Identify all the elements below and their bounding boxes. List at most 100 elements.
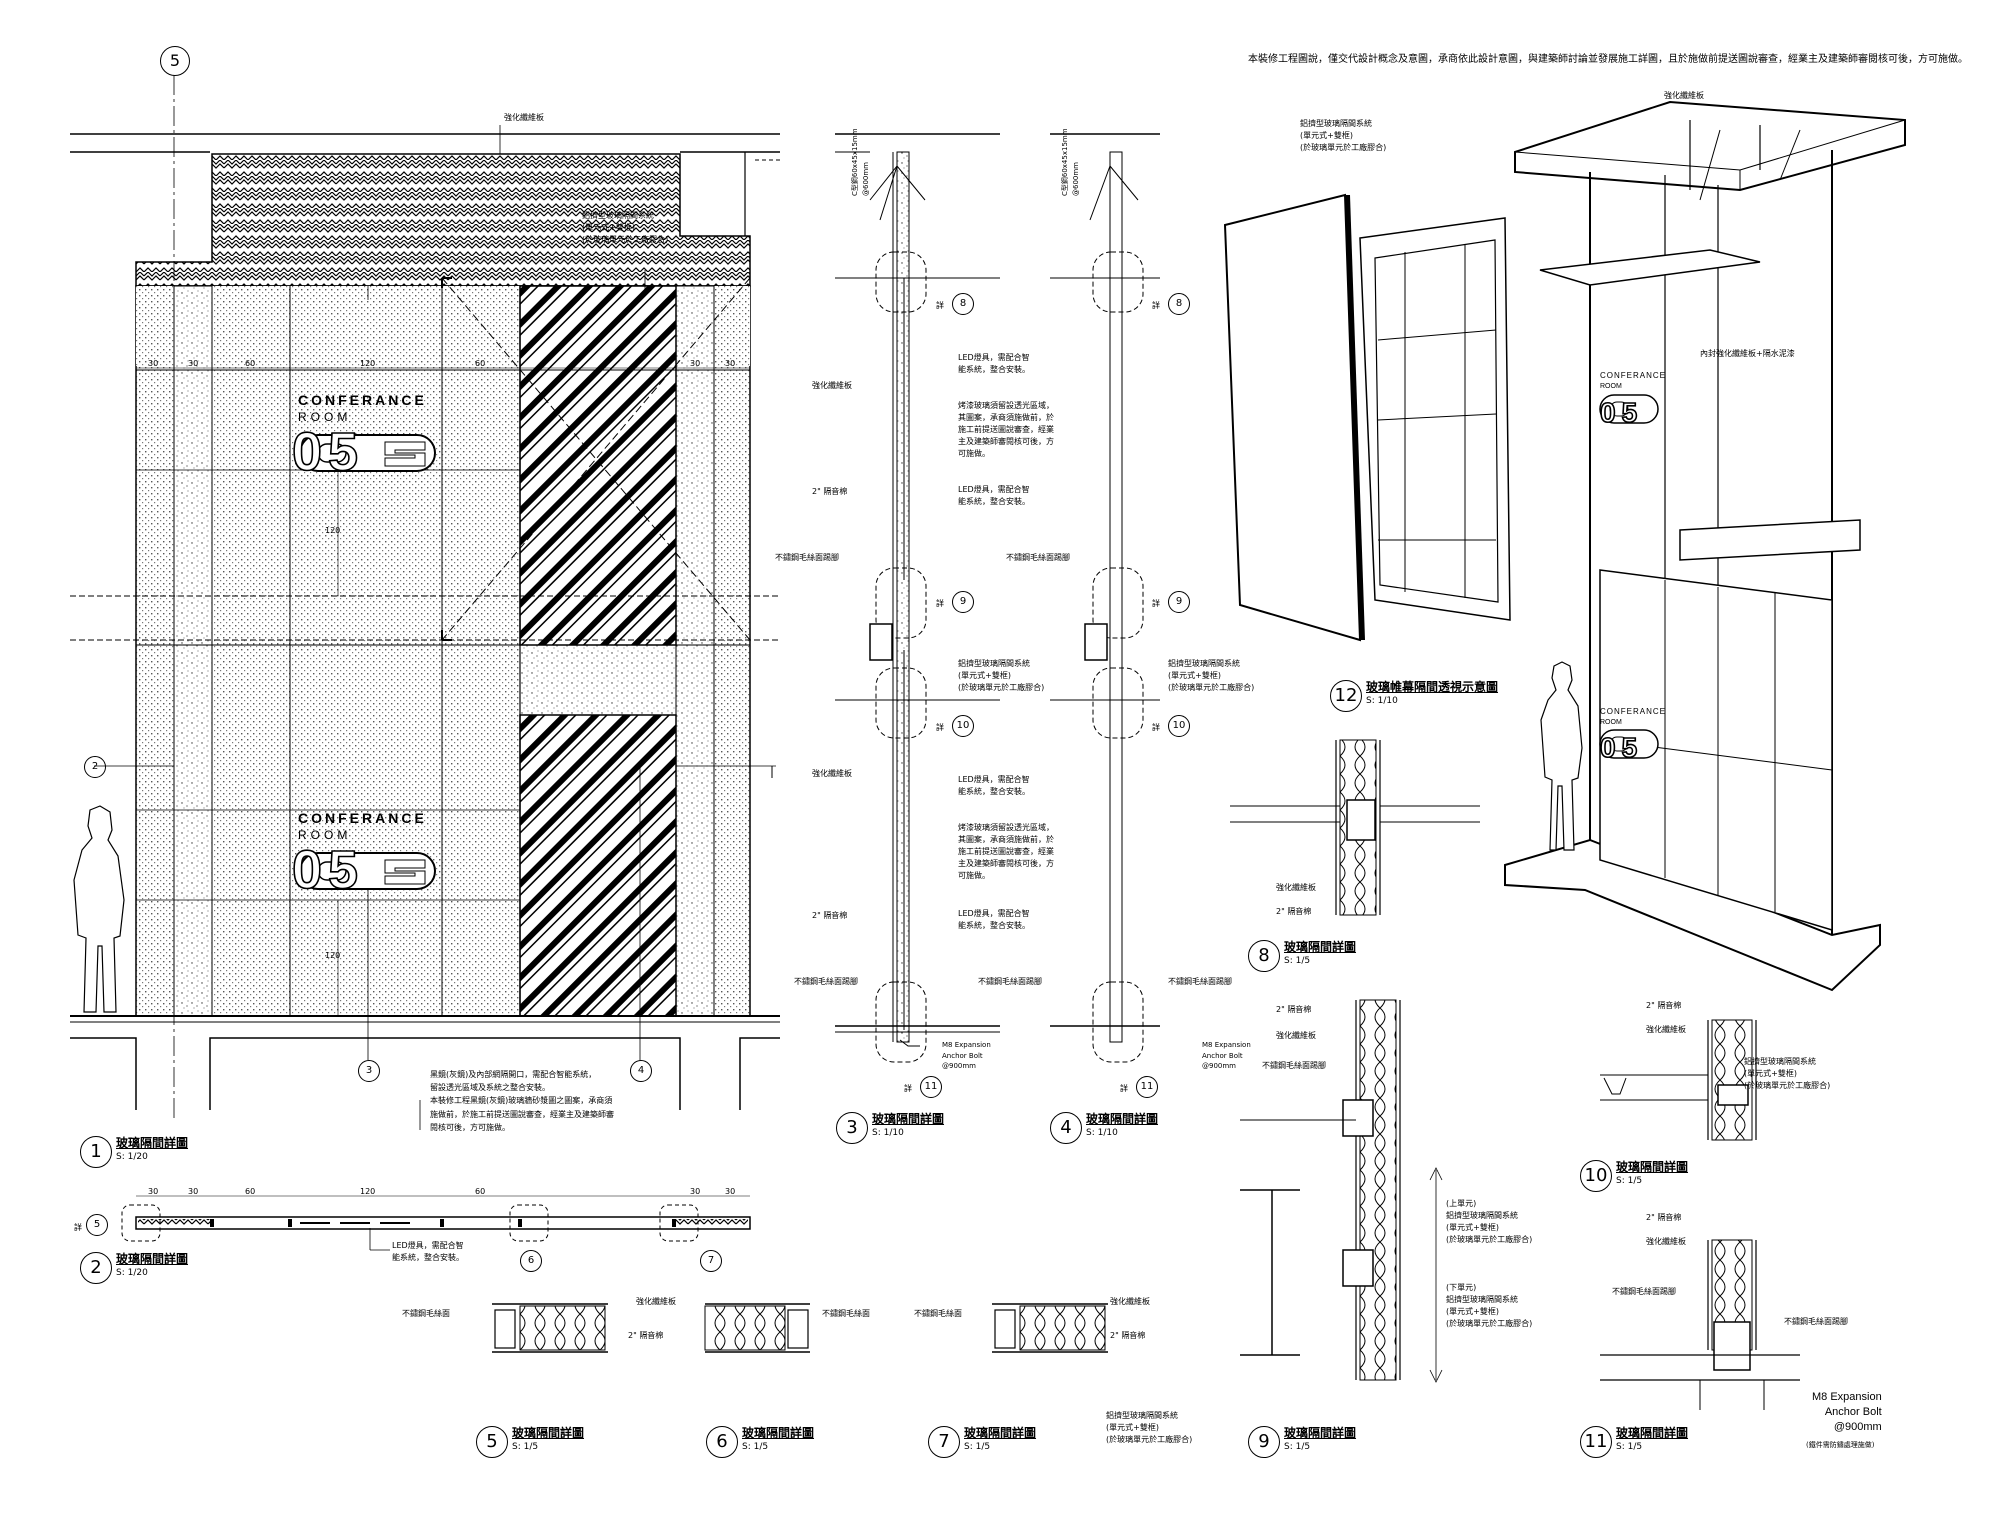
sec3-board: 強化纖維板 (812, 381, 852, 390)
sec3-glass-1: 烤漆玻璃須留設透光區域， 其圖案，承商須施做前，於 施工前提送圖說審查，經業 主… (958, 401, 1054, 458)
perspective-sign-upper (1599, 394, 1659, 424)
elev-note-frame: 鋁擠型玻璃隔間系統 (單元式+雙框) (於玻璃單元於工廠膠合) (582, 211, 669, 244)
sec3-led-3: LED燈具，需配合智 能系統，整合安裝。 (958, 775, 1030, 796)
persp-frame: 鋁擠型玻璃隔間系統 (單元式+雙框) (於玻璃單元於工廠膠合) (1300, 119, 1387, 152)
sec4-stud: C型鋼60x45x15mm @600mm (1061, 128, 1080, 196)
elev-note-bottom: 黑鏡(灰鏡)及內部網隔開口，需配合智能系統， 留設透光區域及系統之整合安裝。 本… (430, 1070, 614, 1132)
ref-word-9a: 詳 (936, 599, 944, 608)
detail-title-12: 玻璃帷幕隔間透視示意圖 (1366, 680, 1499, 694)
d9-upper: (上單元) (1446, 1199, 1477, 1208)
plan-dim-1: 30 (148, 1187, 159, 1196)
detail-scale-10: S: 1/5 (1616, 1176, 1643, 1186)
detail-scale-4: S: 1/10 (1086, 1128, 1118, 1138)
persp-sign-number-upper: 05 (1600, 397, 1643, 428)
ref-bubble-8b: 8 (1168, 293, 1190, 315)
detail-num-2: 2 (80, 1252, 112, 1284)
detail-num-9: 9 (1248, 1426, 1280, 1458)
persp-sign-line1-lower: CONFERANCE (1600, 707, 1667, 716)
sec3-ss-2: 不鏽鋼毛絲面踢腳 (794, 977, 858, 986)
d5-board: 強化纖維板 (636, 1297, 676, 1306)
sec4-frame: 鋁擠型玻璃隔間系統 (單元式+雙框) (於玻璃單元於工廠膠合) (1168, 659, 1255, 692)
detail-title-5: 玻璃隔間詳圖 (512, 1426, 585, 1440)
ref-bubble-7: 7 (700, 1250, 722, 1272)
detail-1-elevation (70, 75, 780, 1130)
ref-word-9b: 詳 (1152, 599, 1160, 608)
perspective-sign-lower (1599, 729, 1659, 759)
detail-title-10: 玻璃隔間詳圖 (1616, 1160, 1689, 1174)
plan-dim-5: 60 (475, 1187, 486, 1196)
d10-frame: 鋁擠型玻璃隔間系統 (單元式+雙框) (於玻璃單元於工廠膠合) (1744, 1057, 1831, 1090)
ref-word-5: 詳 (74, 1223, 82, 1232)
persp-sign-line2-lower: ROOM (1600, 719, 1622, 726)
ref-bubble-5: 5 (86, 1214, 108, 1236)
dim-vert-upper: 120 (325, 526, 341, 535)
ref-word-10b: 詳 (1152, 723, 1160, 732)
sec4-ss-2: 不鏽鋼毛絲面踢腳 (1168, 977, 1232, 986)
sec3-insul-1: 2" 隔音棉 (812, 487, 848, 496)
detail-num-10: 10 (1580, 1160, 1612, 1192)
ref-word-10a: 詳 (936, 723, 944, 732)
detail-num-3: 3 (836, 1112, 868, 1144)
d9-insul: 2" 隔音棉 (1276, 1005, 1312, 1014)
detail-num-11: 11 (1580, 1426, 1612, 1458)
detail-scale-9: S: 1/5 (1284, 1442, 1311, 1452)
detail-title-8: 玻璃隔間詳圖 (1284, 940, 1357, 954)
sec3-stud: C型鋼60x45x15mm @600mm (851, 128, 870, 196)
ref-bubble-9a: 9 (952, 591, 974, 613)
d5-ss: 不鏽鋼毛絲面 (402, 1309, 450, 1318)
ref-word-11b: 詳 (1120, 1084, 1128, 1093)
detail-title-6: 玻璃隔間詳圖 (742, 1426, 815, 1440)
detail-scale-11: S: 1/5 (1616, 1442, 1643, 1452)
sec3-led-2: LED燈具，需配合智 能系統，整合安裝。 (958, 485, 1030, 506)
d9-lower: (下單元) (1446, 1283, 1477, 1292)
dim-5: 60 (475, 359, 486, 368)
d7-board: 強化纖維板 (1110, 1297, 1150, 1306)
sec3-led-4: LED燈具，需配合智 能系統，整合安裝。 (958, 909, 1030, 930)
sec3-ss-3: 不鏽鋼毛絲面踢腳 (978, 977, 1042, 986)
detail-scale-2: S: 1/20 (116, 1268, 148, 1278)
sec3-frame: 鋁擠型玻璃隔間系統 (單元式+雙框) (於玻璃單元於工廠膠合) (958, 659, 1045, 692)
d11-anchor-sub: (鐵件需防鏽處理施做) (1806, 1441, 1875, 1449)
grid-bubble: 5 (160, 46, 190, 76)
d8-board: 強化纖維板 (1276, 883, 1316, 892)
dim-3: 60 (245, 359, 256, 368)
ref-bubble-8a: 8 (952, 293, 974, 315)
detail-title-3: 玻璃隔間詳圖 (872, 1112, 945, 1126)
d9-board: 強化纖維板 (1276, 1031, 1316, 1040)
d11-anchor: M8 Expansion Anchor Bolt @900mm (1812, 1391, 1882, 1433)
persp-sign-line1-upper: CONFERANCE (1600, 371, 1667, 380)
d7-ss: 不鏽鋼毛絲面 (914, 1309, 962, 1318)
ref-bubble-9b: 9 (1168, 591, 1190, 613)
sign-number-lower: 05 (292, 840, 364, 900)
conference-sign-lower (299, 852, 436, 890)
detail-scale-7: S: 1/5 (964, 1442, 991, 1452)
elev-note-top: 強化纖維板 (504, 113, 544, 122)
detail-3-section (835, 133, 1000, 1063)
detail-9 (1240, 999, 1443, 1383)
detail-title-4: 玻璃隔間詳圖 (1086, 1112, 1159, 1126)
ref-word-11a: 詳 (904, 1084, 912, 1093)
persp-board: 強化纖維板 (1664, 91, 1704, 100)
dim-vert-lower: 120 (325, 951, 341, 960)
plan-dim-3: 60 (245, 1187, 256, 1196)
d7-frame: 鋁擠型玻璃隔間系統 (單元式+雙框) (於玻璃單元於工廠膠合) (1106, 1411, 1193, 1444)
sec3-led-1: LED燈具，需配合智 能系統，整合安裝。 (958, 353, 1030, 374)
detail-num-6: 6 (706, 1426, 738, 1458)
ref-bubble-2: 2 (84, 756, 106, 778)
detail-scale-1: S: 1/20 (116, 1152, 148, 1162)
detail-num-7: 7 (928, 1426, 960, 1458)
detail-num-5: 5 (476, 1426, 508, 1458)
ref-bubble-10a: 10 (952, 715, 974, 737)
d11-insul: 2" 隔音棉 (1646, 1213, 1682, 1222)
plan-dim-4: 120 (360, 1187, 376, 1196)
d9-frame-upper: 鋁擠型玻璃隔間系統 (單元式+雙框) (於玻璃單元於工廠膠合) (1446, 1211, 1533, 1244)
ref-bubble-10b: 10 (1168, 715, 1190, 737)
sign-line1-upper: CONFERANCE (298, 392, 427, 408)
sec4-anchor: M8 Expansion Anchor Bolt @900mm (1202, 1041, 1251, 1070)
ref-bubble-11a: 11 (920, 1076, 942, 1098)
detail-scale-12: S: 1/10 (1366, 696, 1398, 706)
detail-num-1: 1 (80, 1136, 112, 1168)
detail-num-12: 12 (1330, 680, 1362, 712)
